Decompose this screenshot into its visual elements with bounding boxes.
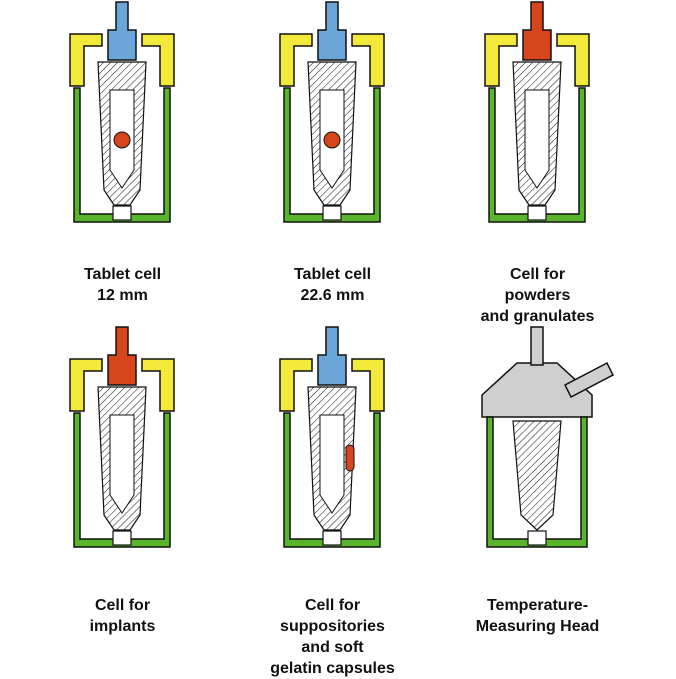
sample-chamber <box>109 414 135 514</box>
caption-tablet-12: Tablet cell 12 mm <box>10 264 235 306</box>
cell-body <box>484 1 590 223</box>
side-port <box>564 361 614 399</box>
capsule-sample <box>345 444 355 472</box>
inlet-nozzle <box>107 326 137 386</box>
caption-line: 22.6 mm <box>300 287 365 304</box>
temperature-head-drawing <box>481 326 614 548</box>
green-housing <box>283 87 381 223</box>
caption-line: and soft <box>301 639 364 656</box>
inlet-nozzle <box>107 1 137 61</box>
green-housing <box>488 87 586 223</box>
caption-line: powders <box>504 287 571 304</box>
caption-line: Cell for <box>304 597 361 614</box>
sample-chamber <box>524 89 550 189</box>
tablet-sample <box>113 131 131 149</box>
cell-body <box>481 326 614 548</box>
caption-suppositories: Cell for suppositories and soft gelatin … <box>220 595 445 679</box>
caption-line: gelatin capsules <box>270 660 395 677</box>
suppository-cell-drawing <box>279 326 385 548</box>
caption-tablet-22: Tablet cell 22.6 mm <box>220 264 445 306</box>
caption-line: Cell for <box>94 597 151 614</box>
caption-line: Tablet cell <box>83 266 162 283</box>
caption-temperature-head: Temperature- Measuring Head <box>425 595 650 637</box>
caption-powders: Cell for powders and granulates <box>425 264 650 327</box>
outlet-fitting <box>527 205 547 221</box>
outlet-fitting <box>112 530 132 546</box>
caption-implants: Cell for implants <box>10 595 235 637</box>
green-housing <box>73 87 171 223</box>
yellow-cap <box>69 33 175 87</box>
sensor-nozzle <box>530 326 544 366</box>
green-housing <box>486 416 588 548</box>
caption-line: 12 mm <box>97 287 148 304</box>
caption-line: Measuring Head <box>475 618 600 635</box>
tablet-cell-12mm-drawing <box>69 1 175 223</box>
green-housing <box>283 412 381 548</box>
implant-cell-drawing <box>69 326 175 548</box>
caption-line: Tablet cell <box>293 266 372 283</box>
sample-chamber <box>319 414 345 514</box>
tablet-sample <box>323 131 341 149</box>
yellow-cap <box>69 358 175 412</box>
green-housing <box>73 412 171 548</box>
cell-body <box>279 1 385 223</box>
yellow-cap <box>279 358 385 412</box>
cell-body <box>69 326 175 548</box>
caption-line: Cell for <box>509 266 566 283</box>
cell-body <box>279 326 385 548</box>
outlet-fitting <box>322 530 342 546</box>
outlet-fitting <box>112 205 132 221</box>
yellow-cap <box>484 33 590 87</box>
grey-head <box>481 362 593 418</box>
caption-line: and granulates <box>480 308 595 325</box>
outlet-fitting <box>322 205 342 221</box>
hatched-insert <box>512 420 562 531</box>
caption-line: Temperature- <box>486 597 589 614</box>
yellow-cap <box>279 33 385 87</box>
outlet-fitting <box>527 530 547 546</box>
inlet-nozzle <box>317 326 347 386</box>
caption-line: implants <box>89 618 156 635</box>
caption-line: suppositories <box>280 618 385 635</box>
inlet-nozzle <box>522 1 552 61</box>
tablet-cell-22mm-drawing <box>279 1 385 223</box>
powder-cell-drawing <box>484 1 590 223</box>
inlet-nozzle <box>317 1 347 61</box>
cell-body <box>69 1 175 223</box>
